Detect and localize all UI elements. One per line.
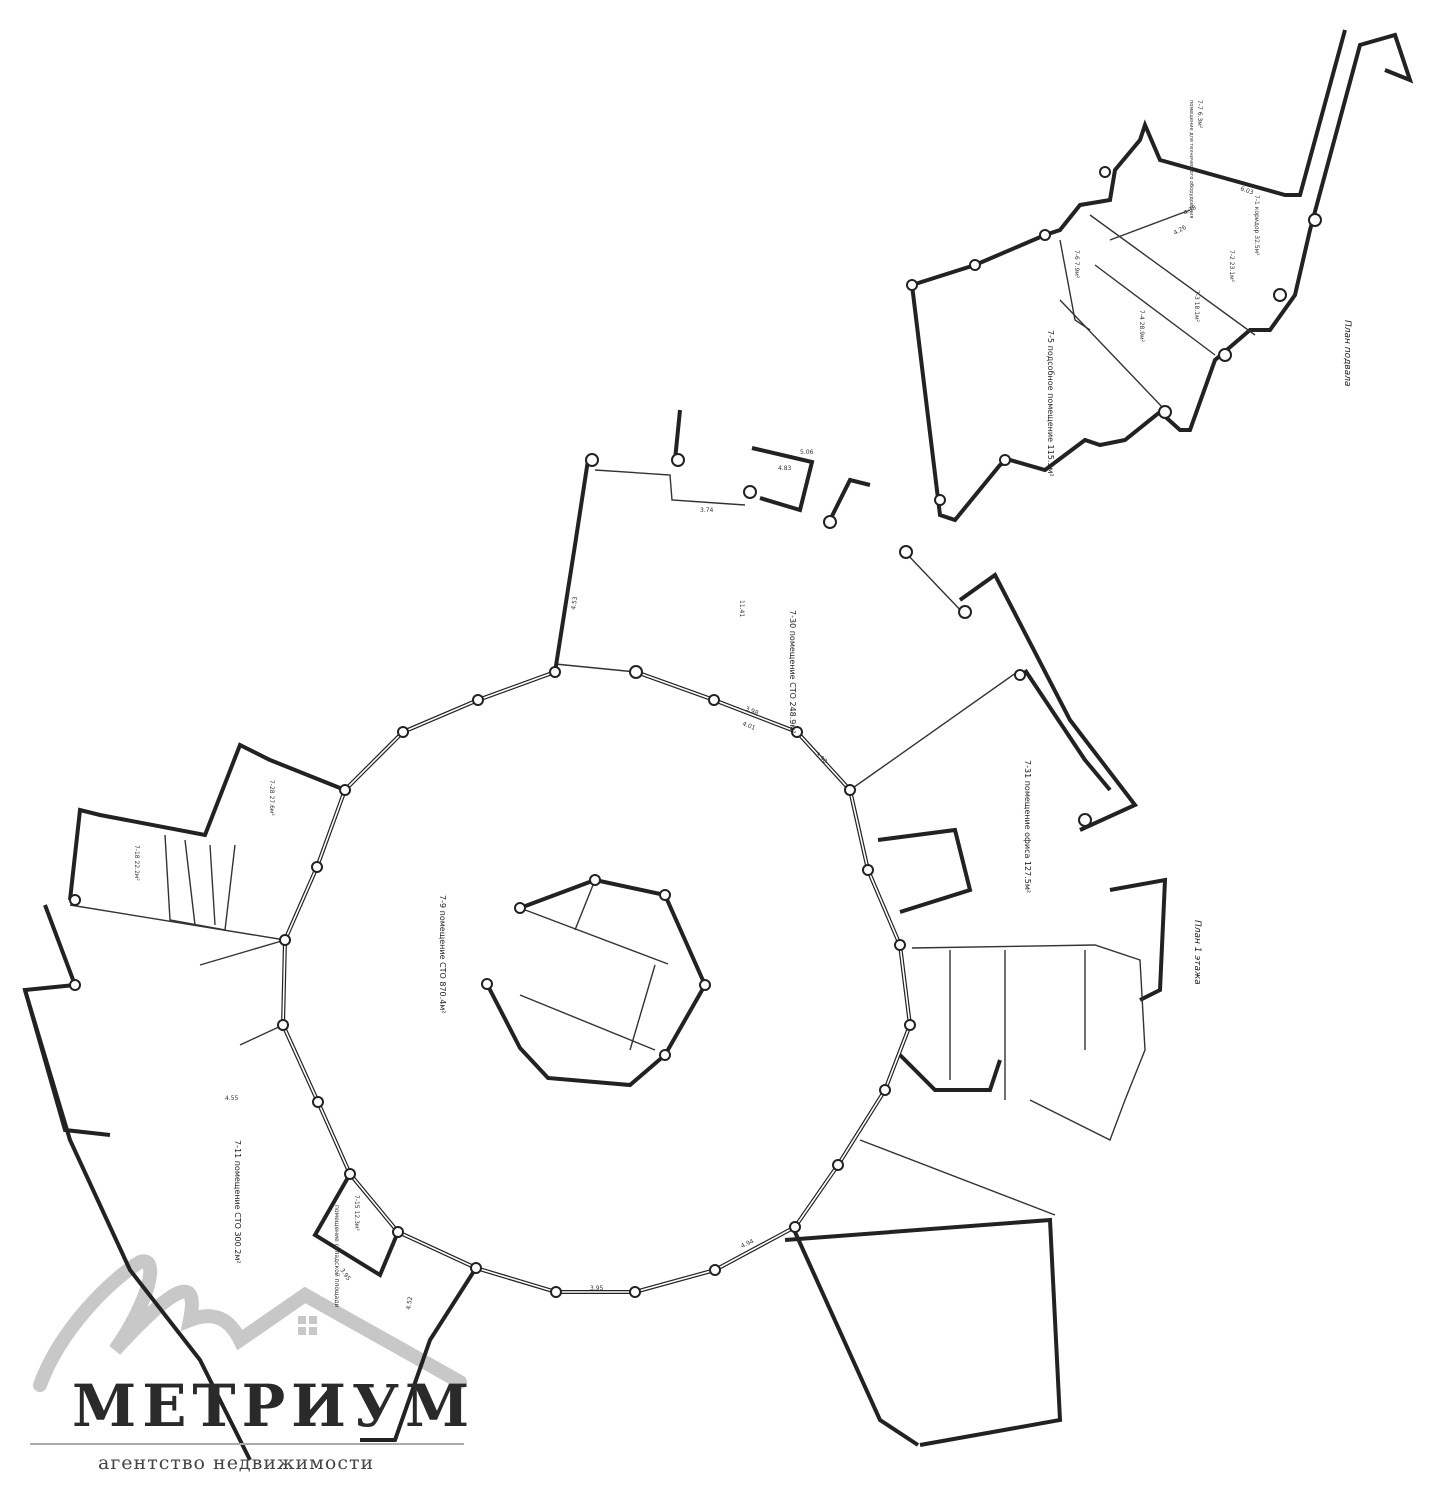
dimension: 4.55 [225, 1095, 239, 1102]
logo-tagline: агентство недвижимости [98, 1452, 375, 1474]
room-labels: 7-30 помещение СТО 248.9м² 7-9 помещение… [133, 100, 1260, 1307]
room-label: 7-9 помещение СТО 870.4м² [438, 895, 447, 1014]
room-label: 7-5 подсобное помещение 115.3м² [1046, 330, 1055, 477]
room-label: 7-1 коридор 32.5м² [1253, 195, 1260, 256]
room-label: 7-3 18.1м² [1193, 290, 1200, 323]
dimension: 4.01 [741, 720, 756, 732]
dimension: 6.03 [1239, 185, 1254, 196]
dimension: 3.74 [700, 507, 714, 514]
east-offices-walls [784, 827, 1146, 1447]
room-label: 7-18 22.2м² [133, 845, 140, 881]
first-floor-plan-title: План 1 этажа [1192, 920, 1202, 985]
room-label: помещение складской площади [333, 1205, 340, 1307]
logo-mark [33, 1254, 467, 1392]
room-label: 7-2 23.1м² [1228, 250, 1235, 283]
west-rooms-walls [22, 742, 478, 1461]
room-label: 7-7 6.3м² [1196, 100, 1203, 129]
dimension: 4.52 [405, 1296, 414, 1311]
room-label: 7-30 помещение СТО 248.9м² [788, 610, 797, 734]
logo-divider [30, 1443, 464, 1445]
logo-name: МЕТРИУМ [72, 1372, 476, 1440]
room-label: 7-11 помещение СТО 300.2м² [233, 1140, 242, 1264]
room-label: 7-28 27.6м² [268, 780, 275, 816]
dimension-labels: 4.53 3.98 4.01 3.98 3.95 4.94 3.95 4.52 … [225, 185, 1254, 1310]
dimension: 4.83 [778, 465, 792, 472]
room-label: 7-4 28.9м² [1138, 310, 1145, 343]
room-7-30-walls [553, 409, 1168, 1002]
basement-plan-title: План подвала [1342, 320, 1352, 386]
room-label: помещение для технического оборудования [1188, 100, 1194, 218]
room-label: 7-6 7.9м² [1073, 250, 1080, 279]
basement-walls [910, 29, 1414, 523]
rotunda-walls [280, 663, 913, 1294]
dimension: 3.98 [744, 705, 759, 717]
columns [69, 166, 1322, 1298]
dimension: 4.53 [570, 596, 579, 611]
room-label: 7-15 12.3м² [353, 1195, 360, 1231]
dimension: 4.26 [1173, 224, 1188, 237]
dimension: 3.95 [590, 1285, 604, 1292]
room-label: 7-31 помещение офиса 127.5м² [1023, 760, 1032, 893]
dimension: 11.41 [738, 600, 745, 617]
dimension: 5.06 [800, 449, 814, 456]
